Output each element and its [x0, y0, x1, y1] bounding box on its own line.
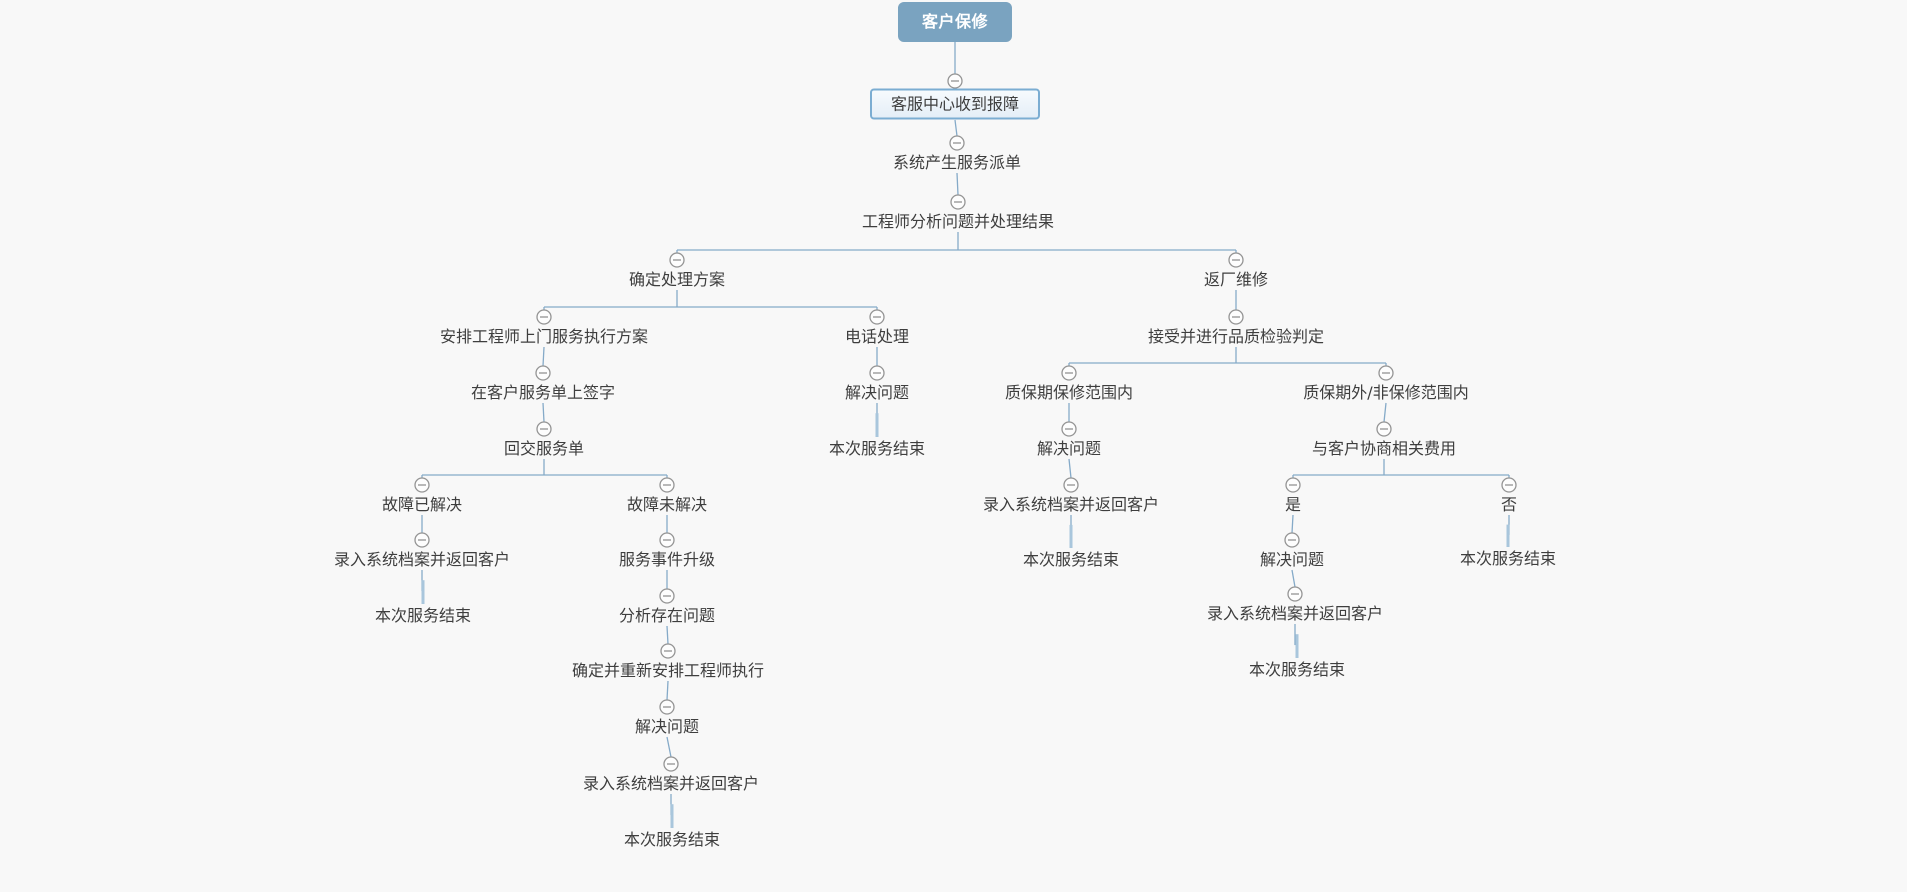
mindmap-node[interactable]: 返厂维修 [1203, 270, 1269, 289]
collapse-icon[interactable] [1378, 365, 1394, 381]
collapse-icon[interactable] [869, 365, 885, 381]
collapse-icon[interactable] [1376, 421, 1392, 437]
connector-line [666, 680, 669, 701]
connector-line [1291, 569, 1296, 588]
mindmap-node[interactable]: 质保期保修范围内 [1004, 383, 1134, 402]
mindmap-node[interactable]: 系统产生服务派单 [892, 153, 1022, 172]
collapse-icon[interactable] [869, 309, 885, 325]
mindmap-node[interactable]: 故障已解决 [381, 495, 463, 514]
collapse-icon[interactable] [414, 532, 430, 548]
mindmap-node[interactable]: 服务事件升级 [618, 550, 716, 569]
mindmap-node[interactable]: 在客户服务单上签字 [470, 383, 616, 402]
connector-line [666, 736, 672, 758]
mindmap-node[interactable]: 确定处理方案 [628, 270, 726, 289]
collapse-icon[interactable] [1228, 252, 1244, 268]
mindmap-node[interactable]: 解决问题 [1259, 550, 1325, 569]
collapse-icon[interactable] [1061, 365, 1077, 381]
mindmap-node[interactable]: 故障未解决 [626, 495, 708, 514]
mindmap-node[interactable]: 本次服务结束 [828, 439, 926, 458]
mindmap-node[interactable]: 解决问题 [844, 383, 910, 402]
mindmap-node[interactable]: 本次服务结束 [623, 830, 721, 849]
mindmap-node[interactable]: 确定并重新安排工程师执行 [571, 661, 765, 680]
mindmap-node[interactable]: 电话处理 [844, 327, 910, 346]
mindmap-node[interactable]: 回交服务单 [503, 439, 585, 458]
connector-line [954, 119, 958, 137]
mindmap-node[interactable]: 工程师分析问题并处理结果 [861, 212, 1055, 231]
collapse-icon[interactable] [659, 588, 675, 604]
collapse-icon[interactable] [1287, 586, 1303, 602]
connector-line [1068, 458, 1072, 479]
mindmap-node[interactable]: 录入系统档案并返回客户 [982, 495, 1160, 514]
connector-line [542, 402, 545, 423]
mindmap-node[interactable]: 录入系统档案并返回客户 [333, 550, 511, 569]
mindmap-node[interactable]: 质保期外/非保修范围内 [1303, 383, 1469, 402]
collapse-icon[interactable] [1501, 477, 1517, 493]
collapse-icon[interactable] [536, 421, 552, 437]
mindmap-node[interactable]: 否 [1500, 495, 1518, 514]
connector-line [542, 346, 545, 367]
mindmap-node[interactable]: 与客户协商相关费用 [1311, 439, 1457, 458]
collapse-icon[interactable] [1228, 309, 1244, 325]
collapse-icon[interactable] [1063, 477, 1079, 493]
connector-line [1383, 402, 1387, 423]
collapse-icon[interactable] [1284, 532, 1300, 548]
root-node[interactable]: 客户保修 [897, 2, 1013, 42]
selected-node[interactable]: 客服中心收到报障 [869, 88, 1041, 120]
connector-line [956, 172, 959, 196]
collapse-icon[interactable] [659, 532, 675, 548]
mindmap-node[interactable]: 解决问题 [634, 717, 700, 736]
collapse-icon[interactable] [659, 699, 675, 715]
collapse-icon[interactable] [536, 309, 552, 325]
mindmap-node[interactable]: 录入系统档案并返回客户 [1206, 604, 1384, 623]
collapse-icon[interactable] [947, 73, 963, 89]
collapse-icon[interactable] [659, 477, 675, 493]
mindmap-node[interactable]: 分析存在问题 [618, 606, 716, 625]
collapse-icon[interactable] [663, 756, 679, 772]
connector-line [666, 625, 669, 645]
mindmap-node[interactable]: 本次服务结束 [374, 606, 472, 625]
mindmap-node[interactable]: 本次服务结束 [1459, 549, 1557, 568]
collapse-icon[interactable] [660, 643, 676, 659]
connector-line [1291, 514, 1294, 534]
collapse-icon[interactable] [1285, 477, 1301, 493]
mindmap-node[interactable]: 本次服务结束 [1248, 660, 1346, 679]
mindmap-node[interactable]: 接受并进行品质检验判定 [1147, 327, 1325, 346]
collapse-icon[interactable] [669, 252, 685, 268]
mindmap-node[interactable]: 本次服务结束 [1022, 550, 1120, 569]
mindmap-node[interactable]: 是 [1284, 495, 1302, 514]
collapse-icon[interactable] [1061, 421, 1077, 437]
mindmap-node[interactable]: 安排工程师上门服务执行方案 [439, 327, 649, 346]
mindmap-node[interactable]: 录入系统档案并返回客户 [582, 774, 760, 793]
collapse-icon[interactable] [535, 365, 551, 381]
collapse-icon[interactable] [950, 194, 966, 210]
mindmap-node[interactable]: 解决问题 [1036, 439, 1102, 458]
collapse-icon[interactable] [414, 477, 430, 493]
collapse-icon[interactable] [949, 135, 965, 151]
